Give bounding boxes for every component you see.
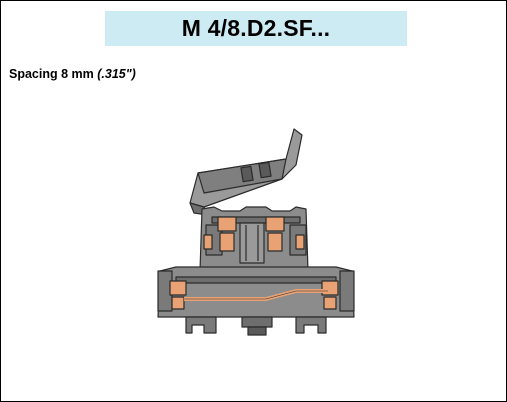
page-title: M 4/8.D2.SF... bbox=[181, 15, 331, 41]
terminal-block-fuse-holder-icon bbox=[157, 128, 355, 336]
title-banner: M 4/8.D2.SF... bbox=[105, 11, 407, 46]
spacing-spec: Spacing 8 mm (.315") bbox=[9, 67, 136, 81]
spacing-imperial: (.315") bbox=[97, 67, 136, 81]
spacing-label: Spacing 8 mm bbox=[9, 67, 94, 81]
